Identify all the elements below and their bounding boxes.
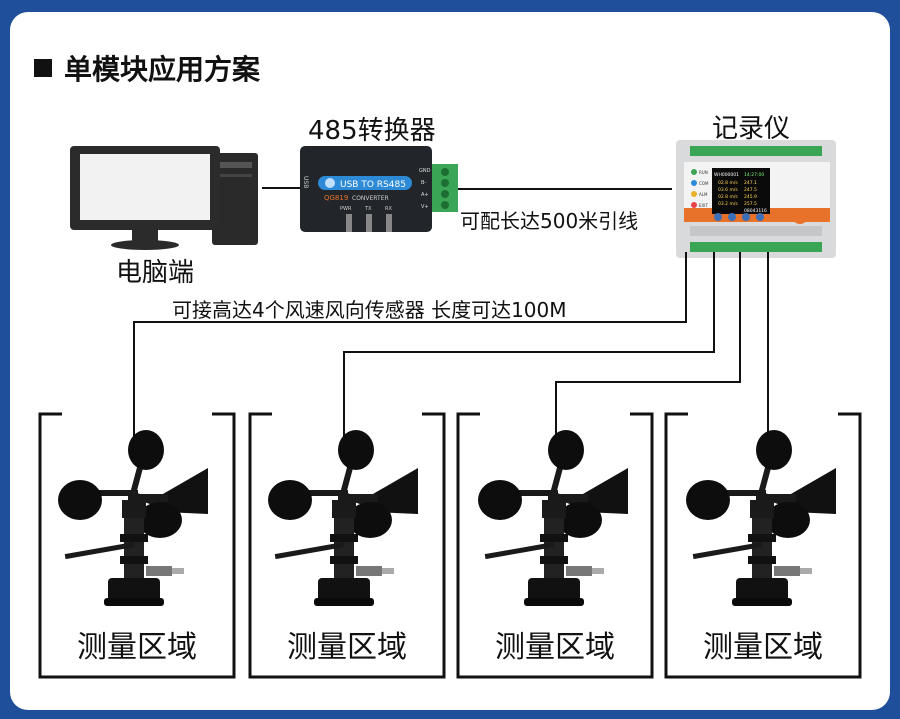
region-label: 测量区域 [703, 630, 823, 665]
converter-pin: A+ [421, 192, 429, 198]
anemometer-icon [268, 430, 418, 606]
region-bracket [664, 412, 862, 679]
region-bracket [456, 412, 654, 679]
region-bracket [248, 412, 446, 679]
region-bracket [38, 412, 236, 679]
converter-pin: B- [421, 180, 426, 186]
converter-model: QG819 [324, 194, 348, 202]
region-label: 测量区域 [77, 630, 197, 665]
converter-subtitle: CONVERTER [352, 195, 389, 202]
converter-device: USB TO RS485 QG819 CONVERTER USB GND B- … [300, 146, 458, 232]
sensors-note-label: 可接高达4个风速风向传感器 长度可达100M [172, 298, 567, 322]
distance-label: 可配长达500米引线 [460, 209, 639, 233]
cable-sensor-2 [343, 252, 715, 440]
converter-label: 485转换器 [308, 116, 436, 146]
recorder-screen-cell: 02.8 m/s [718, 194, 738, 200]
anemometer-icon [686, 430, 836, 606]
recorder-screen-time: 14:27:00 [744, 172, 764, 178]
recorder-screen-cell: 245.9 [744, 194, 757, 200]
recorder-device: WH000001 14:27:00 02.8 m/s 247.1 03.6 m/… [676, 140, 836, 258]
converter-pin: V+ [421, 204, 429, 210]
recorder-screen-cell: 257.5 [744, 201, 757, 207]
converter-led: PWR [340, 206, 352, 212]
region-label: 测量区域 [495, 630, 615, 665]
recorder-screen-cell: 247.1 [744, 180, 757, 186]
recorder-status-label: ALM [699, 192, 708, 197]
recorder-screen-title: WH000001 [714, 172, 739, 178]
computer-icon [70, 146, 258, 250]
anemometer-icon [478, 430, 628, 606]
converter-led: TX [364, 206, 372, 212]
heading-title: 单模块应用方案 [64, 53, 261, 86]
recorder-screen-cell: 247.5 [744, 187, 757, 193]
anemometer-icon [58, 430, 208, 606]
region-label: 测量区域 [287, 630, 407, 665]
recorder-screen-cell: 02.8 m/s [718, 180, 738, 186]
recorder-label: 记录仪 [712, 114, 791, 144]
recorder-status-label: COM [699, 181, 709, 186]
computer-label: 电脑端 [116, 258, 195, 288]
recorder-screen-cell: 03.2 m/s [718, 201, 738, 207]
recorder-screen-footer: 08043116 [744, 208, 767, 214]
converter-pin: GND [419, 168, 431, 174]
recorder-status-label: RUN [699, 170, 708, 175]
heading: 单模块应用方案 [34, 48, 260, 88]
converter-led: RX [385, 206, 392, 212]
converter-port: USB [302, 176, 309, 188]
recorder-status-label: EXIT [699, 203, 708, 208]
heading-square-icon [34, 59, 52, 77]
recorder-screen-cell: 03.6 m/s [718, 187, 738, 193]
converter-text: USB TO RS485 [340, 180, 406, 190]
cable-sensor-1 [133, 252, 687, 440]
cable-sensor-3 [555, 252, 741, 440]
